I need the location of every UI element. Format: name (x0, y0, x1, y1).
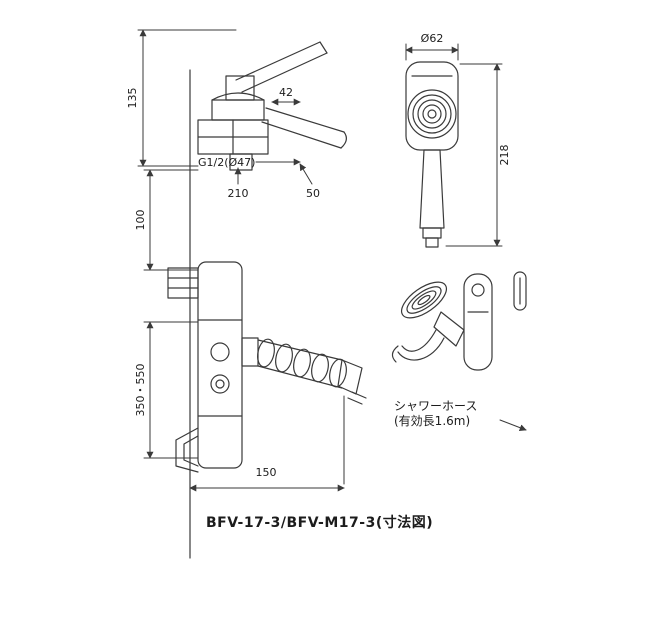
leader-lines (234, 158, 527, 432)
hose-note-line1: シャワーホース (394, 399, 477, 413)
drawing-labels: 135 100 350・550 150 G1/2(Ø47) 42 210 50 … (126, 32, 511, 531)
faucet-lever-view (197, 41, 347, 171)
faucet-body-view (167, 261, 367, 473)
dim-left-middle-label: 100 (134, 210, 147, 231)
shower-length-label: 218 (498, 145, 511, 166)
dim-outlet-label: 50 (306, 187, 320, 200)
dim-left-lower-label: 350・550 (134, 364, 147, 417)
hand-shower-front-view (405, 61, 459, 248)
thread-note-label: G1/2(Ø47) (198, 156, 255, 169)
dim-left-upper-label: 135 (126, 88, 139, 109)
drawing-linework (137, 29, 527, 559)
shower-head-dia-label: Ø62 (421, 32, 444, 45)
dim-lever-label: 42 (279, 86, 293, 99)
dimension-lines (137, 29, 503, 492)
hand-shower-hooked-view (391, 271, 527, 371)
dim-body-width-label: 210 (228, 187, 249, 200)
drawing-caption: BFV-17-3/BFV-M17-3(寸法図) (206, 514, 433, 531)
dim-bottom-label: 150 (256, 466, 277, 479)
hose-note-line2: (有効長1.6m) (394, 413, 470, 428)
